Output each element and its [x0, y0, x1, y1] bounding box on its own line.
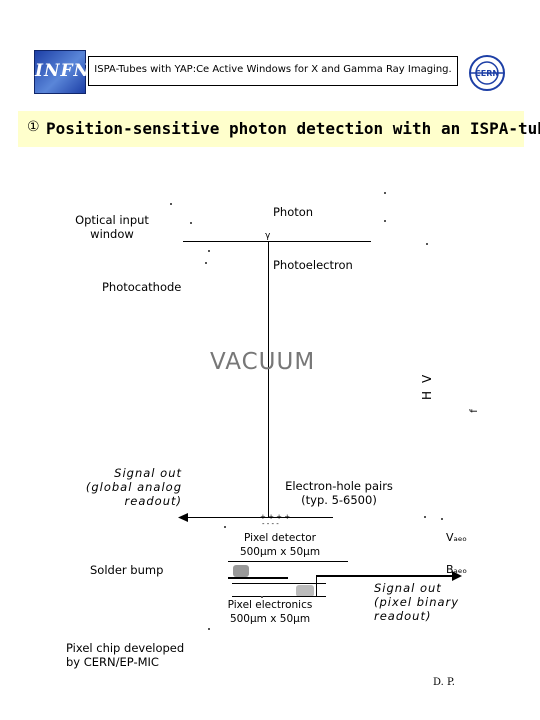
photon-path-line	[268, 241, 269, 518]
signal-out-pixel-label-line2: (pixel binary	[374, 595, 460, 609]
infn-logo-text: INFN	[35, 61, 91, 81]
pixel-chip-line-2	[232, 596, 326, 597]
signal-out-pixel-line	[316, 575, 454, 577]
signal-out-global-arrowhead	[178, 513, 188, 522]
photon-label: Photon	[273, 205, 314, 219]
electron-hole-pairs-label-line1: Electron-hole pairs	[285, 479, 393, 493]
solder-bump-label: Solder bump	[90, 563, 164, 577]
dot	[261, 596, 263, 598]
right-label-1: Vₐₑₒ	[446, 531, 467, 544]
signal-out-global-label-line2: (global analog	[85, 480, 182, 494]
dot	[384, 192, 386, 194]
pixel-electronics-label-line1: Pixel electronics	[227, 599, 313, 611]
header-title: ISPA-Tubes with YAP:Ce Active Windows fo…	[94, 64, 452, 75]
pixel-chip-label-line1: Pixel chip developed	[66, 641, 185, 655]
optical-window-label: Optical input window	[70, 213, 154, 241]
cern-logo: CERN	[469, 55, 505, 91]
minus-signs: - - - -	[262, 520, 279, 528]
pixel-detector-bottom-line	[228, 561, 348, 562]
signal-out-pixel-label-line1: Signal out	[374, 581, 442, 595]
footer-author: D. P.	[433, 677, 455, 688]
infn-logo: INFN	[34, 50, 91, 94]
signal-out-pixel-label: Signal out (pixel binary readout)	[374, 581, 459, 623]
dot	[190, 222, 192, 224]
optical-window-label-line1: Optical input	[75, 213, 149, 227]
electron-hole-pairs-label: Electron-hole pairs (typ. 5-6500)	[274, 479, 404, 507]
plus-signs: + + + +	[260, 513, 291, 521]
signal-out-global-label-line3: readout)	[124, 494, 182, 508]
dot	[205, 262, 207, 264]
dot	[208, 250, 210, 252]
dot	[441, 518, 443, 520]
slide-title-bar: ① Position-sensitive photon detection wi…	[18, 111, 540, 147]
dot	[208, 628, 210, 630]
header-title-box: ISPA-Tubes with YAP:Ce Active Windows fo…	[88, 56, 458, 86]
pixel-electronics-label: Pixel electronics 500μm x 50μm	[222, 598, 318, 626]
pixel-chip-line	[232, 583, 326, 584]
dot	[170, 203, 172, 205]
pixel-electronics-label-line2: 500μm x 50μm	[229, 613, 311, 625]
pixel-chip-label: Pixel chip developed by CERN/EP-MIC	[66, 641, 184, 669]
dot	[384, 220, 386, 222]
electron-hole-pairs-label-line2: (typ. 5-6500)	[301, 493, 377, 507]
slide-title: Position-sensitive photon detection with…	[46, 119, 540, 138]
dot	[424, 516, 426, 518]
dot	[426, 243, 428, 245]
right-label-2: Bₐₑₒ	[446, 563, 467, 576]
signal-out-global-label-line1: Signal out	[114, 466, 182, 480]
photon-arrow-symbol: γ	[265, 231, 271, 241]
solder-bump	[233, 565, 249, 577]
cern-logo-text: CERN	[475, 69, 499, 78]
vacuum-label: VACUUM	[210, 349, 316, 375]
pixel-detector-label-line2: 500μm x 50μm	[239, 546, 321, 558]
solder-bump-2	[296, 585, 314, 597]
photoelectron-label: Photoelectron	[273, 258, 353, 272]
signal-out-pixel-vertical	[316, 575, 317, 597]
hv-label-suffix: f	[468, 409, 480, 413]
optical-window-label-line2: window	[90, 227, 134, 241]
dot	[224, 526, 226, 528]
hv-label: HV	[420, 366, 434, 400]
pixel-electronics-line	[228, 577, 288, 579]
pixel-detector-label: Pixel detector 500μm x 50μm	[232, 531, 328, 559]
signal-out-pixel-label-line3: readout)	[374, 609, 432, 623]
signal-out-pixel-arrowhead	[452, 571, 462, 581]
slide-title-bullet: ①	[27, 119, 40, 135]
photocathode-label: Photocathode	[102, 280, 182, 294]
signal-out-global-label: Signal out (global analog readout)	[72, 466, 182, 508]
signal-out-global-line	[183, 517, 333, 518]
pixel-chip-label-line2: by CERN/EP-MIC	[66, 655, 159, 669]
optical-window-line	[183, 241, 371, 242]
pixel-detector-label-line1: Pixel detector	[244, 532, 316, 544]
